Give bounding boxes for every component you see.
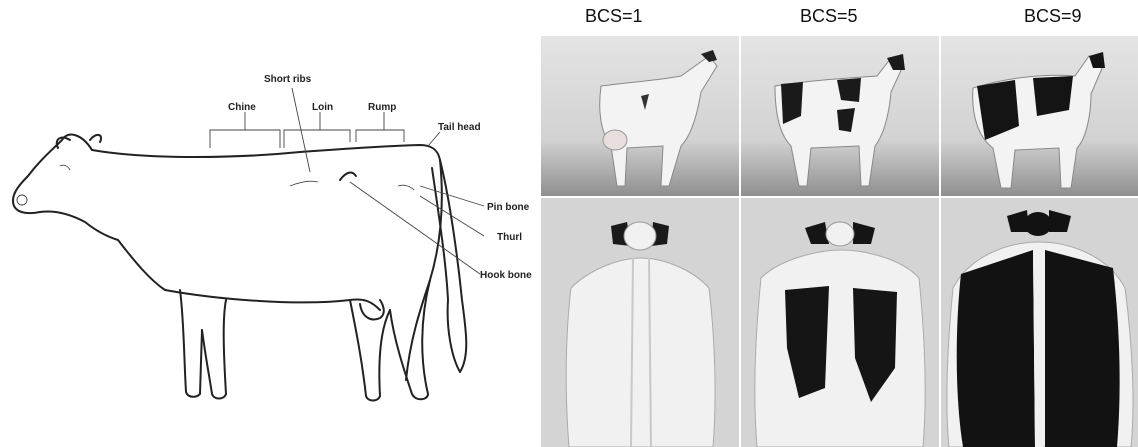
label-loin: Loin [312,102,333,113]
bcs5-rear-photo [741,198,939,447]
cow-outline [13,135,466,401]
label-rump: Rump [368,102,396,113]
label-pin-bone: Pin bone [487,202,530,213]
label-thurl: Thurl [497,232,522,243]
bcs-header-9: BCS=9 [1024,6,1082,27]
label-hook-bone: Hook bone [480,270,532,281]
bcs1-rear-photo [541,198,739,447]
bcs-header-5: BCS=5 [800,6,858,27]
bcs9-side-photo [941,36,1138,196]
bcs5-side-photo [741,36,939,196]
label-chine: Chine [228,102,256,113]
label-short-ribs: Short ribs [264,74,312,85]
cow-anatomy-diagram: Short ribs Chine Loin Rump Tail head Pin… [0,0,540,447]
label-tail-head: Tail head [438,122,481,133]
anatomy-labels: Short ribs Chine Loin Rump Tail head Pin… [228,74,532,281]
bcs1-side-photo [541,36,739,196]
bcs9-rear-photo [941,198,1138,447]
bcs-header-1: BCS=1 [585,6,643,27]
